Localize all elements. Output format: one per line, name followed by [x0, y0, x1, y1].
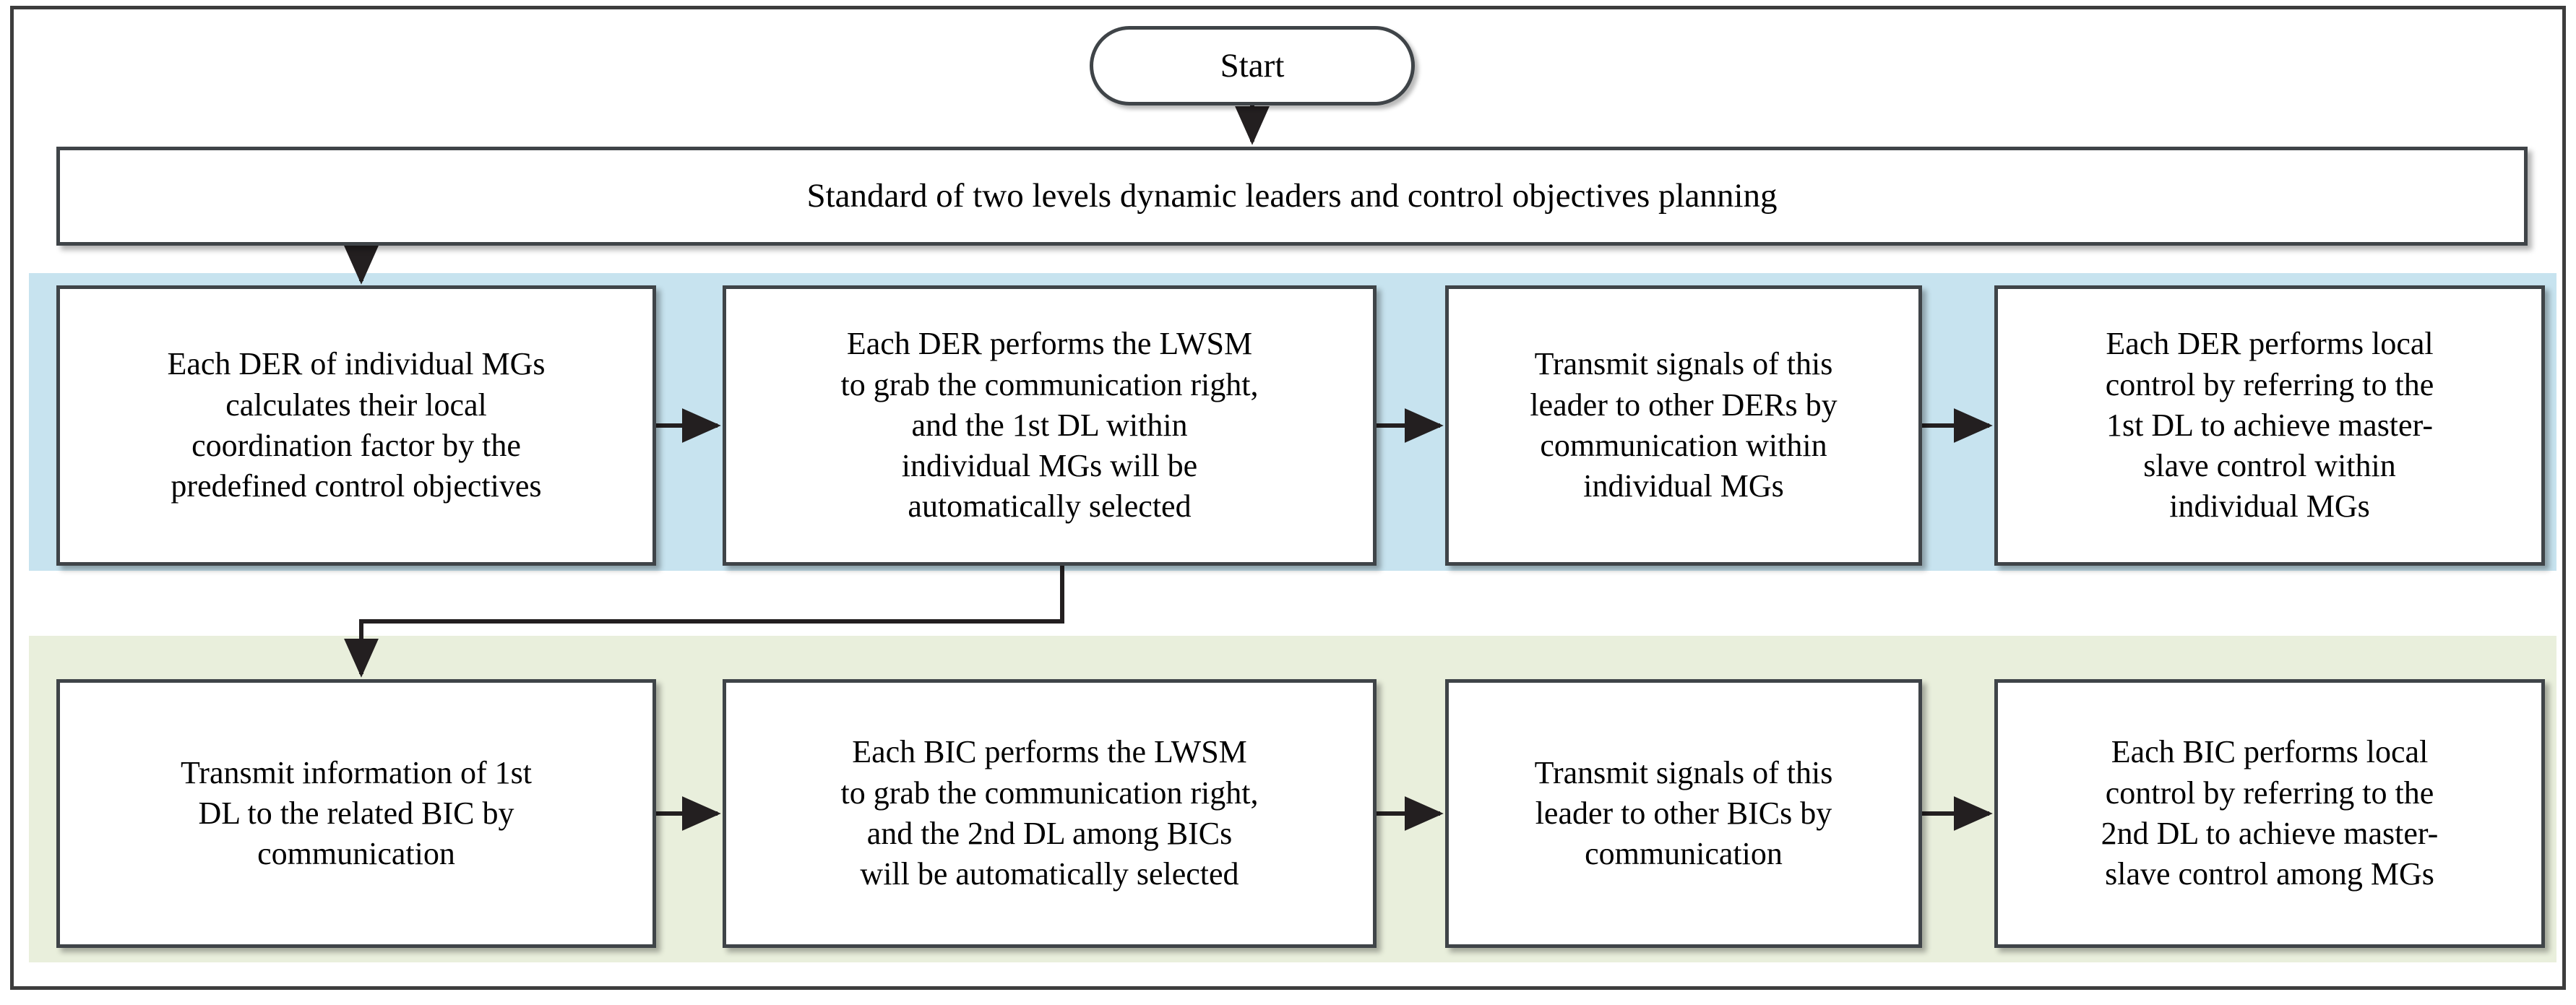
level1-step-1-box[interactable]: Each DER of individual MGs calculates th…	[56, 285, 656, 566]
level2-step-4-box[interactable]: Each BIC performs local control by refer…	[1994, 679, 2545, 948]
level2-step-2-label: Each BIC performs the LWSM to grab the c…	[840, 734, 1259, 892]
level1-step-1-label: Each DER of individual MGs calculates th…	[167, 346, 546, 504]
level2-step-3-label: Transmit signals of this leader to other…	[1534, 754, 1833, 872]
level2-step-1-box[interactable]: Transmit information of 1st DL to the re…	[56, 679, 656, 948]
level1-step-3-box[interactable]: Transmit signals of this leader to other…	[1445, 285, 1922, 566]
level1-step-3-label: Transmit signals of this leader to other…	[1530, 346, 1838, 504]
level2-step-1-label: Transmit information of 1st DL to the re…	[180, 754, 533, 872]
level2-step-3-box[interactable]: Transmit signals of this leader to other…	[1445, 679, 1922, 948]
level1-step-4-box[interactable]: Each DER performs local control by refer…	[1994, 285, 2545, 566]
banner-label: Standard of two levels dynamic leaders a…	[806, 177, 1778, 215]
level1-step-2-label: Each DER performs the LWSM to grab the c…	[840, 326, 1259, 525]
level2-step-4-label: Each BIC performs local control by refer…	[2101, 734, 2439, 892]
start-terminator[interactable]: Start	[1090, 26, 1415, 105]
level1-step-2-box[interactable]: Each DER performs the LWSM to grab the c…	[723, 285, 1377, 566]
level2-step-2-box[interactable]: Each BIC performs the LWSM to grab the c…	[723, 679, 1377, 948]
level1-step-4-label: Each DER performs local control by refer…	[2105, 326, 2434, 525]
banner-process-box[interactable]: Standard of two levels dynamic leaders a…	[56, 147, 2528, 246]
start-label: Start	[1220, 46, 1285, 85]
